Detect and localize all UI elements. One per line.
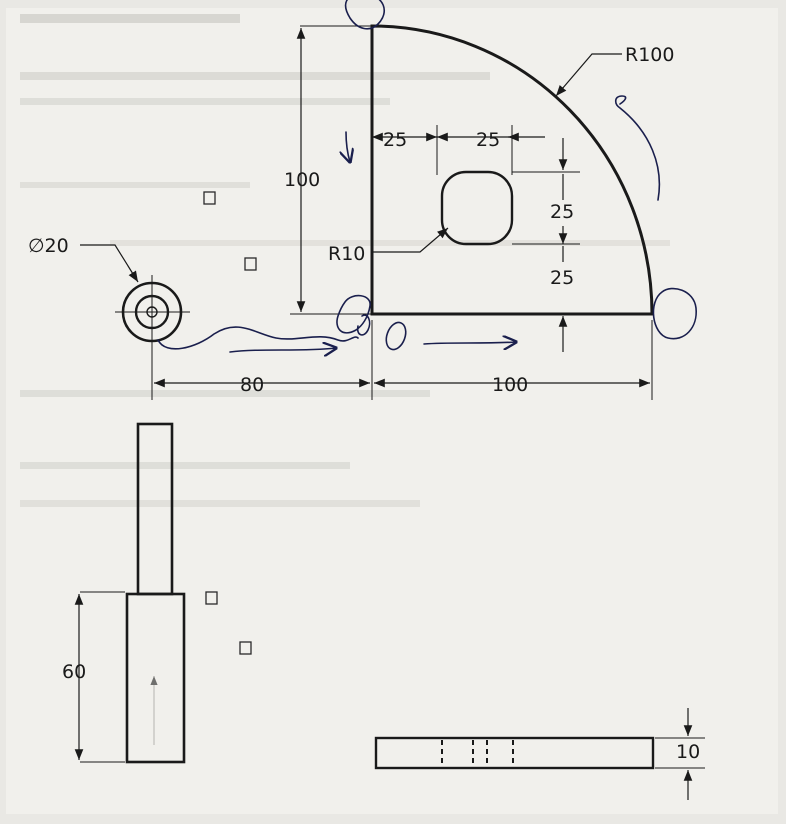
plate-outline [374, 736, 655, 770]
side-view-plate [374, 708, 705, 800]
pen-annotations [157, 0, 697, 352]
label-corner-radius: R10 [328, 243, 365, 265]
quarter-disc-outline [370, 24, 654, 316]
label-hole-diameter: ∅20 [28, 235, 69, 257]
dimension-labels: R100 25 25 100 25 R10 25 ∅20 80 100 60 1… [28, 44, 700, 763]
top-view [80, 24, 654, 400]
label-pin-height: 60 [62, 661, 86, 683]
label-plate-thickness: 10 [676, 741, 700, 763]
rounded-slot [440, 170, 514, 246]
label-outer-radius: R100 [625, 44, 674, 66]
leader-corner-radius [373, 227, 449, 253]
pen-curve-right [614, 95, 661, 201]
pen-loop-small [356, 314, 371, 336]
bleed-through-text [20, 14, 670, 507]
pen-arrow-down [346, 131, 350, 162]
leader-hole-diameter [80, 244, 139, 283]
label-slot-bottom: 25 [550, 267, 574, 289]
pen-loop-top [344, 0, 386, 30]
label-slot-right: 25 [476, 129, 500, 151]
pen-path-from-hole [157, 326, 359, 350]
label-slot-top: 25 [550, 201, 574, 223]
pen-loop-start [385, 321, 407, 351]
pen-loop-corner [336, 294, 371, 334]
pen-loop-right [652, 287, 697, 340]
label-slot-left: 25 [383, 129, 407, 151]
pen-arrow-base [423, 342, 516, 344]
front-view-pin [74, 422, 186, 764]
leader-outer-radius [555, 53, 622, 97]
pin-lower-body [125, 592, 186, 764]
label-hole-offset: 80 [240, 374, 264, 396]
pen-arrow-lower [229, 348, 336, 352]
scan-box-marks [203, 191, 257, 655]
label-total-height: 100 [284, 169, 320, 191]
label-base-width: 100 [492, 374, 528, 396]
